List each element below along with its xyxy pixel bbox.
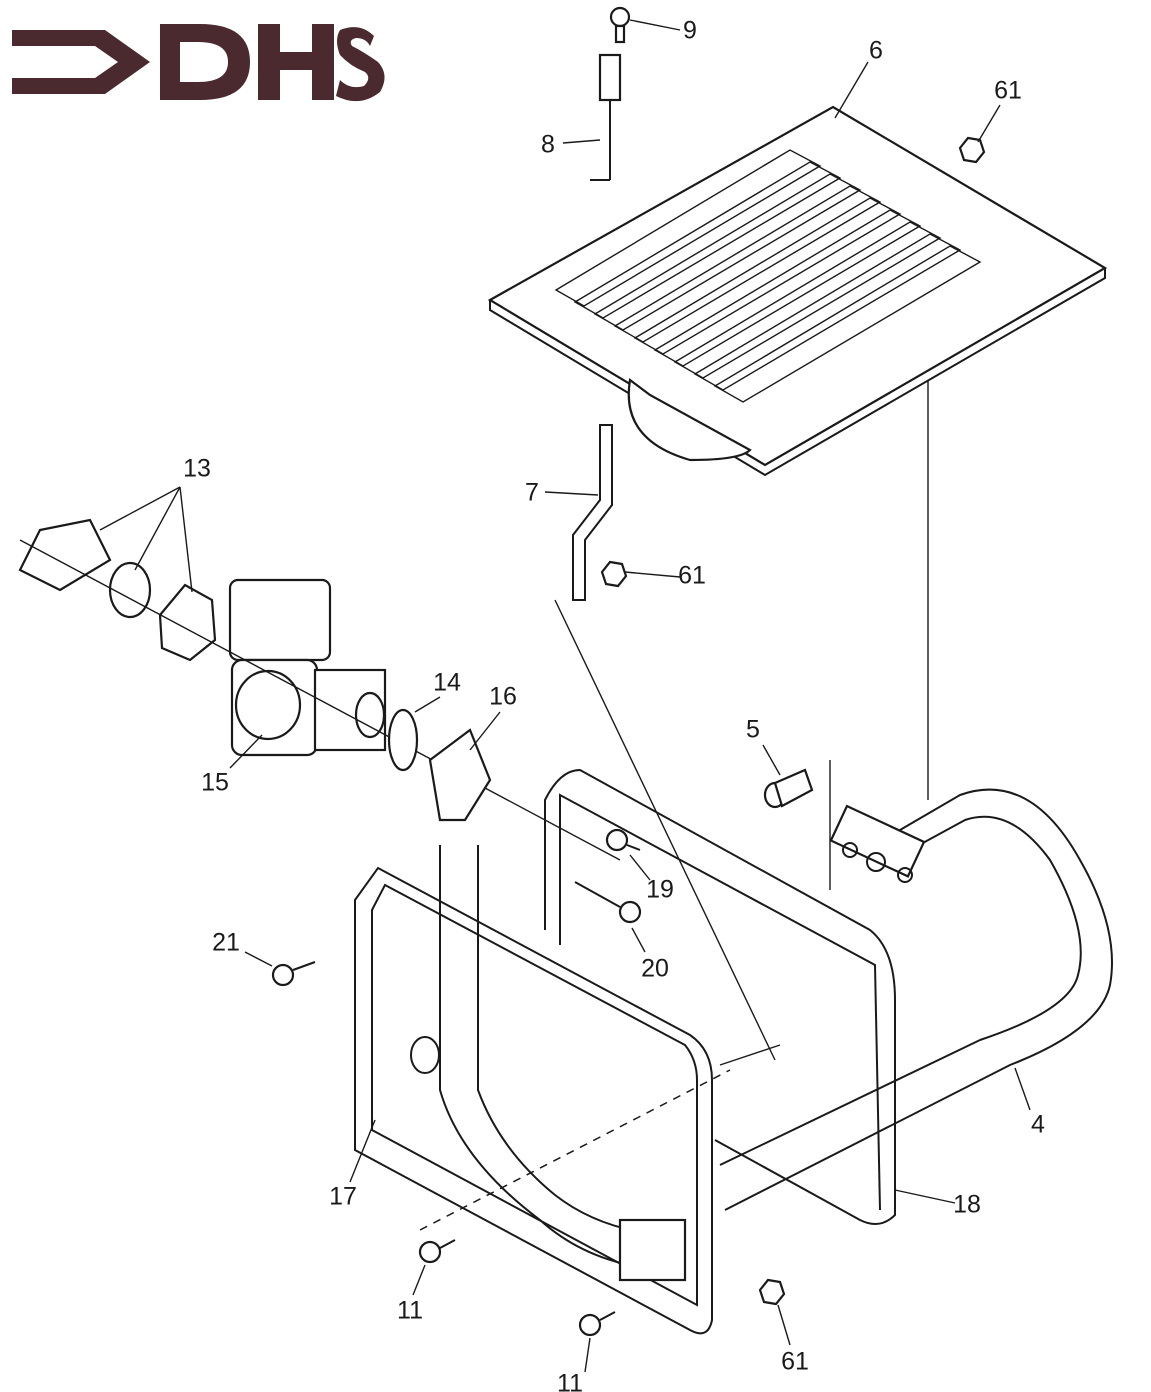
part-label-19: 19 bbox=[646, 876, 674, 904]
part-label-20: 20 bbox=[641, 955, 669, 983]
electrode bbox=[590, 6, 631, 181]
part-label-14: 14 bbox=[433, 669, 461, 697]
part-label-6: 6 bbox=[869, 37, 883, 65]
part-label-17: 17 bbox=[329, 1183, 357, 1211]
injector bbox=[763, 768, 814, 809]
inlet-fittings bbox=[18, 518, 217, 662]
part-label-21: 21 bbox=[212, 929, 240, 957]
part-label-4: 4 bbox=[1031, 1111, 1045, 1139]
part-label-11: 11 bbox=[397, 1297, 423, 1325]
part-label-15: 15 bbox=[201, 769, 229, 797]
burner-tube bbox=[719, 788, 1113, 1211]
part-label-13: 13 bbox=[183, 455, 211, 483]
cover-panel bbox=[354, 866, 713, 1335]
frame bbox=[544, 768, 896, 1225]
part-label-9: 9 bbox=[683, 17, 697, 45]
part-label-61: 61 bbox=[678, 562, 706, 590]
dhs-logo bbox=[12, 24, 385, 102]
gas-pipe bbox=[428, 728, 666, 1271]
part-label-7: 7 bbox=[525, 479, 539, 507]
part-label-61: 61 bbox=[781, 1348, 809, 1376]
part-label-18: 18 bbox=[953, 1191, 981, 1219]
leader-lines bbox=[99, 19, 1031, 1373]
part-label-61: 61 bbox=[994, 77, 1022, 105]
gas-valve bbox=[228, 578, 387, 757]
part-label-5: 5 bbox=[746, 716, 760, 744]
burner-plate bbox=[487, 105, 1108, 800]
bracket bbox=[572, 424, 613, 601]
screws bbox=[271, 136, 986, 1337]
part-label-11: 11 bbox=[557, 1370, 583, 1392]
o-ring bbox=[387, 708, 419, 772]
part-label-8: 8 bbox=[541, 131, 555, 159]
part-label-16: 16 bbox=[489, 683, 517, 711]
